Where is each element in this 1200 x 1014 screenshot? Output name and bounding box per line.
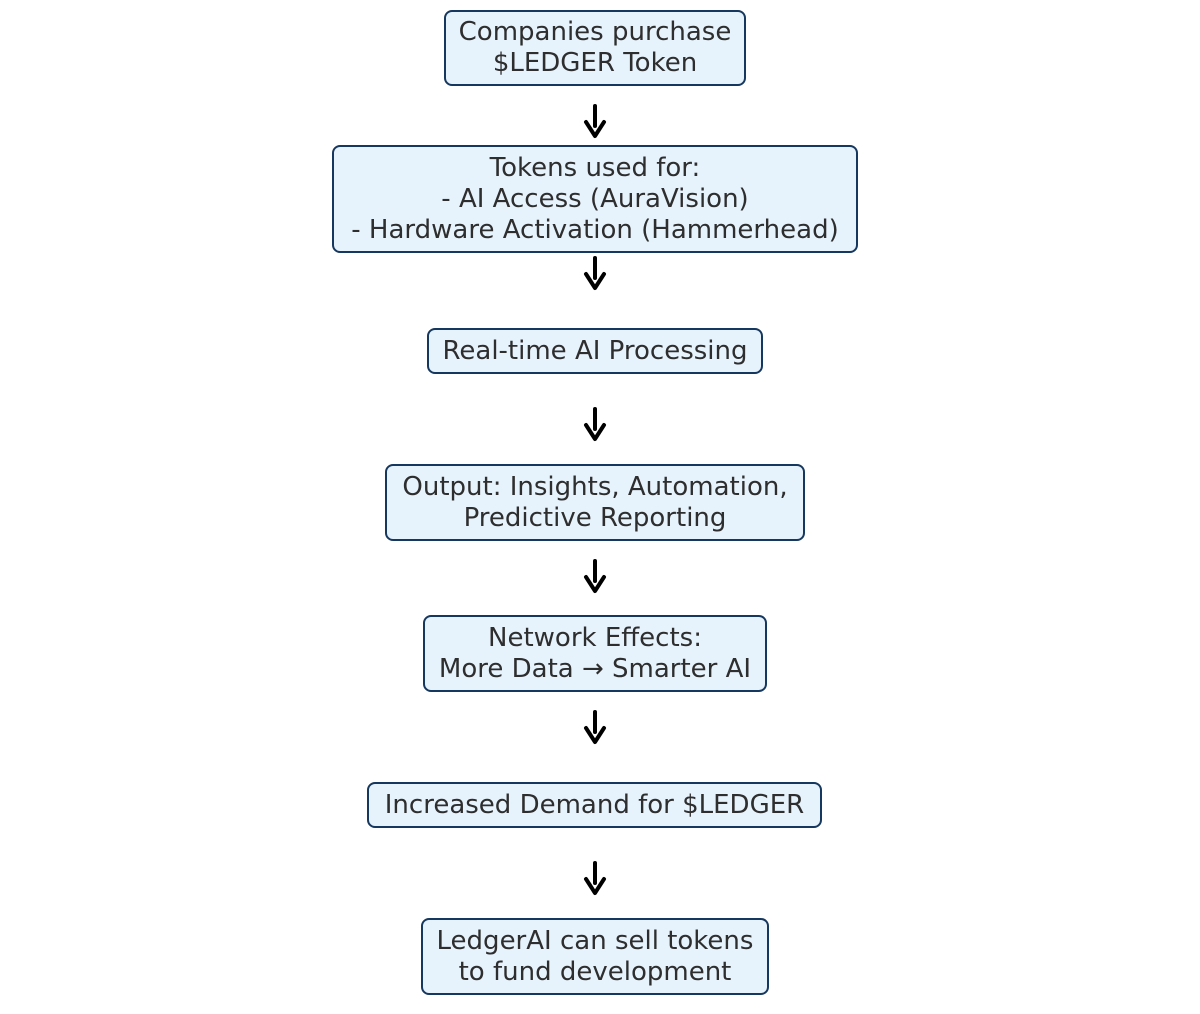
node-increased-demand: Increased Demand for $LEDGER [367,782,822,828]
arrow-demand-to-funding [584,861,606,895]
arrow-network-to-demand [584,710,606,744]
node-tokens-used-for: Tokens used for: - AI Access (AuraVision… [332,145,858,253]
node-text-line: Companies purchase [458,17,732,47]
node-text-line: LedgerAI can sell tokens [436,925,754,956]
node-text-line: Real-time AI Processing [442,335,748,366]
node-output-insights: Output: Insights, Automation, Predictive… [385,464,805,541]
node-text-line: Output: Insights, Automation, [402,471,788,502]
node-text-line: to fund development [458,956,732,987]
node-companies-purchase: Companies purchase $LEDGER Token [444,10,746,86]
node-text-line: More Data → Smarter AI [438,653,752,684]
node-text-line: Network Effects: [488,622,702,653]
node-text-line: Predictive Reporting [463,502,727,533]
arrow-output-to-network [584,559,606,593]
arrow-processing-to-output [584,407,606,441]
node-text-line: $LEDGER Token [492,48,698,78]
node-network-effects: Network Effects: More Data → Smarter AI [423,615,767,692]
node-text-line: Increased Demand for $LEDGER [384,789,805,820]
node-ledgerai-sell-tokens: LedgerAI can sell tokens to fund develop… [421,918,769,995]
node-text-line: - AI Access (AuraVision) [441,183,749,214]
node-text-line: Tokens used for: [489,152,701,183]
node-text-line: - Hardware Activation (Hammerhead) [351,214,839,245]
arrow-usage-to-processing [584,256,606,290]
node-realtime-ai-processing: Real-time AI Processing [427,328,763,374]
arrow-purchase-to-usage [584,104,606,138]
